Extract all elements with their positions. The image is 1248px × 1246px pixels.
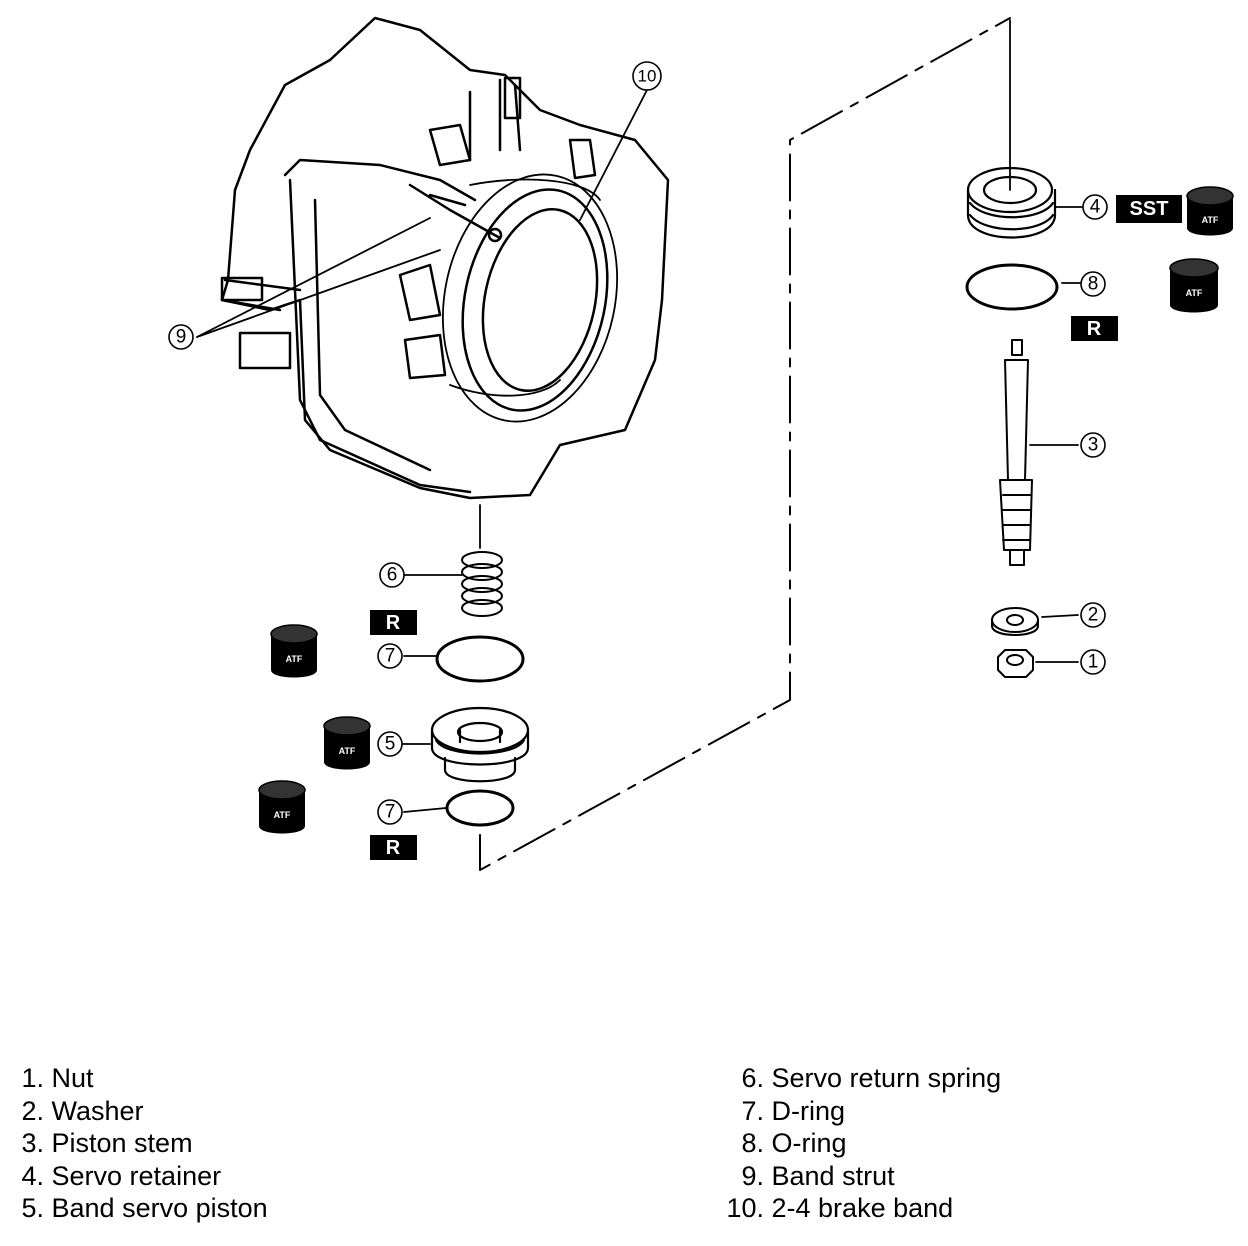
r-tag-d-ring-upper: R (370, 610, 417, 635)
assembly-dashed-line (479, 17, 1011, 871)
transaxle-case-illustration (220, 16, 670, 500)
legend-item: 8. O-ring (741, 1128, 847, 1158)
exploded-view-diagram: 1 2 3 4 5 6 7 7 8 9 10 SST R R R ATF ATF (168, 16, 1234, 871)
r-tag-o-ring: R (1071, 316, 1118, 341)
callout-7-upper: 7 (385, 646, 396, 667)
callout-2: 2 (1088, 605, 1099, 626)
atf-can-1: ATF (1186, 186, 1234, 236)
svg-text:ATF: ATF (286, 654, 303, 664)
callout-10: 10 (638, 67, 657, 86)
band-servo-piston-illustration (430, 706, 530, 783)
callout-3: 3 (1088, 435, 1099, 456)
atf-can-3: ATF (270, 624, 318, 678)
atf-can-2: ATF (1169, 258, 1219, 313)
legend-item: 9. Band strut (741, 1160, 895, 1191)
legend-item: 1. Nut (21, 1063, 94, 1093)
callout-1: 1 (1088, 652, 1099, 673)
servo-retainer-illustration (966, 166, 1057, 239)
washer-illustration (991, 607, 1039, 636)
svg-text:ATF: ATF (339, 746, 356, 756)
legend-item: 3. Piston stem (21, 1128, 193, 1158)
callout-4: 4 (1090, 197, 1101, 218)
svg-text:ATF: ATF (1202, 215, 1219, 225)
nut-illustration (997, 649, 1034, 678)
callout-5: 5 (385, 734, 396, 755)
d-ring-lower-illustration (445, 789, 515, 827)
atf-can-5: ATF (258, 780, 306, 834)
legend-item: 6. Servo return spring (741, 1063, 1002, 1093)
legend-item: 5. Band servo piston (21, 1193, 268, 1223)
svg-text:R: R (386, 837, 401, 859)
leader-lines (196, 19, 1083, 813)
callout-6: 6 (387, 565, 398, 586)
callout-9: 9 (176, 327, 187, 348)
callout-8: 8 (1088, 274, 1099, 295)
sst-tag: SST (1116, 195, 1182, 223)
parts-legend-right: 6. Servo return spring 7. D-ring 8. O-ri… (718, 1062, 1001, 1225)
servo-return-spring-illustration (461, 551, 503, 617)
svg-text:R: R (386, 612, 401, 634)
svg-text:R: R (1087, 318, 1102, 340)
parts-legend-left: 1. Nut 2. Washer 3. Piston stem 4. Servo… (14, 1062, 268, 1225)
callout-circles (168, 61, 1108, 825)
callout-7-lower: 7 (385, 802, 396, 823)
legend-item: 7. D-ring (741, 1095, 846, 1126)
legend-item: 4. Servo retainer (21, 1160, 222, 1191)
legend-item: 10. 2-4 brake band (726, 1193, 954, 1223)
svg-text:SST: SST (1130, 198, 1169, 220)
d-ring-upper-illustration (435, 635, 525, 683)
svg-text:ATF: ATF (1186, 288, 1203, 298)
r-tag-d-ring-lower: R (370, 835, 417, 860)
piston-stem-illustration (999, 339, 1033, 566)
o-ring-illustration (965, 263, 1059, 311)
atf-can-4: ATF (323, 716, 371, 770)
legend-item: 2. Washer (21, 1095, 144, 1126)
svg-text:ATF: ATF (274, 810, 291, 820)
